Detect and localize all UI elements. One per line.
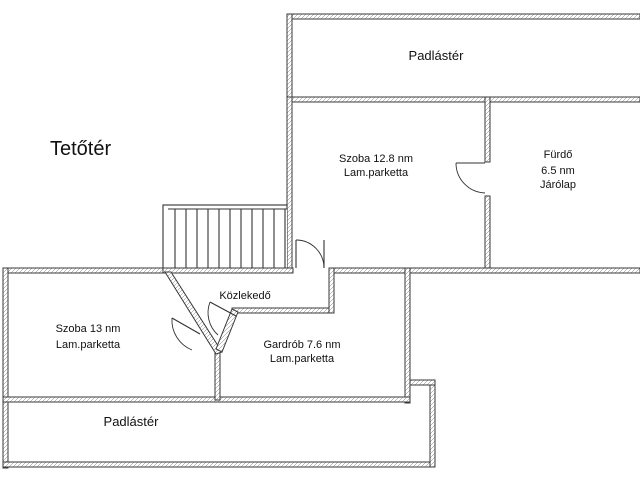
room-furdo-area: 6.5 nm [541, 165, 575, 177]
room-szoba-left-label: Szoba 13 nm [56, 323, 121, 335]
room-furdo-floor: Járólap [540, 179, 576, 191]
room-furdo-label: Fürdő [544, 149, 573, 161]
door-gardrob [207, 301, 237, 336]
room-szoba-left-floor: Lam.parketta [56, 339, 121, 351]
wall-lower-block [2, 267, 436, 469]
room-szoba-right-label: Szoba 12.8 nm [339, 153, 413, 165]
room-gardrob-floor: Lam.parketta [270, 353, 335, 365]
room-kozlekedo-label: Közlekedő [219, 290, 270, 302]
door-szoba-right [295, 239, 325, 269]
door-furdo [455, 162, 486, 194]
room-szoba-right-floor: Lam.parketta [344, 167, 409, 179]
room-padlaster-bottom-label: Padlástér [104, 414, 160, 429]
floor-title: Tetőtér [50, 138, 111, 160]
staircase [162, 204, 288, 271]
wall-padlaster-top [286, 13, 640, 103]
door-szoba-left [171, 317, 201, 351]
wall-upper-rooms [286, 96, 640, 274]
room-padlaster-top-label: Padlástér [409, 48, 465, 63]
room-gardrob-label: Gardrób 7.6 nm [263, 339, 340, 351]
